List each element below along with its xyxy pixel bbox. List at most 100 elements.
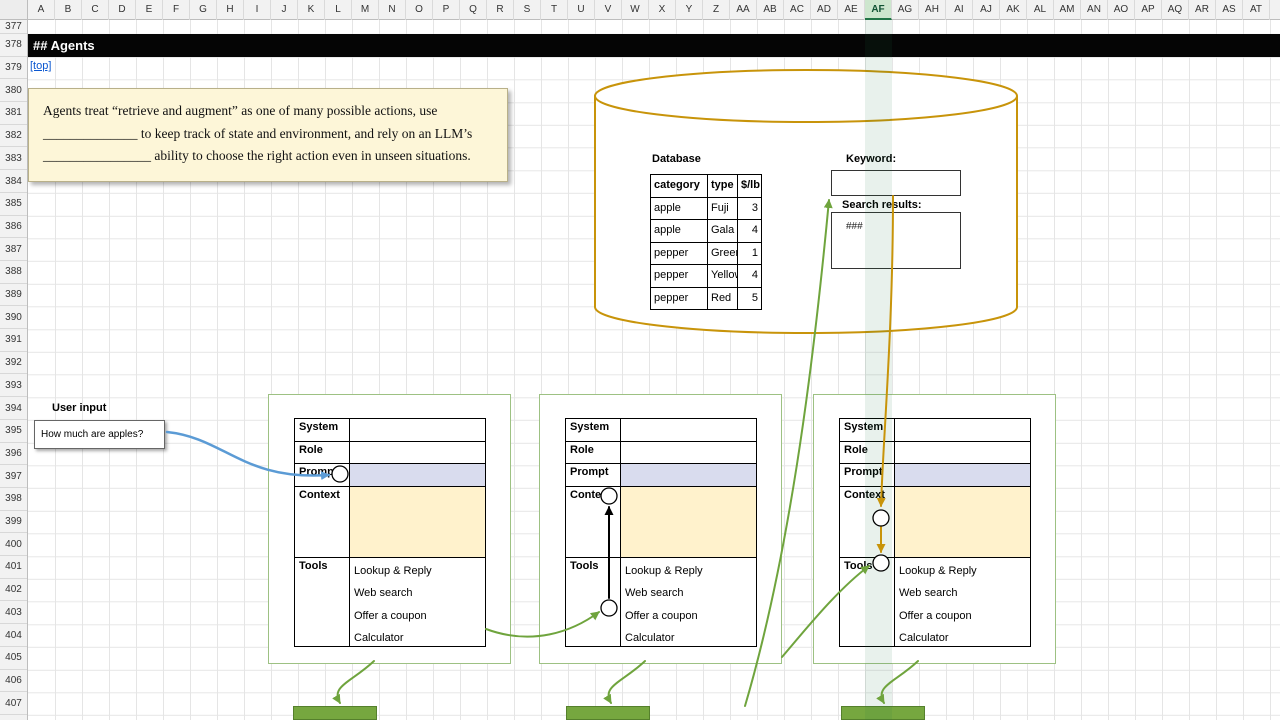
- column-header-Y[interactable]: Y: [676, 0, 703, 20]
- tool-item[interactable]: Web search: [354, 587, 413, 600]
- column-header-AE[interactable]: AE: [838, 0, 865, 20]
- row-header-400[interactable]: 400: [0, 533, 27, 557]
- row-header-402[interactable]: 402: [0, 579, 27, 602]
- column-header-AB[interactable]: AB: [757, 0, 784, 20]
- row-header-389[interactable]: 389: [0, 284, 27, 307]
- db-header-cell[interactable]: type: [708, 175, 738, 198]
- row-header-403[interactable]: 403: [0, 602, 27, 625]
- row-header-406[interactable]: 406: [0, 670, 27, 693]
- column-header-O[interactable]: O: [406, 0, 433, 20]
- row-header-405[interactable]: 405: [0, 647, 27, 670]
- db-cell[interactable]: pepper: [651, 265, 708, 288]
- row-header-382[interactable]: 382: [0, 125, 27, 148]
- row-header-394[interactable]: 394: [0, 397, 27, 420]
- panel-field-value-role[interactable]: [621, 442, 757, 464]
- search-results-box[interactable]: ###: [831, 212, 961, 269]
- tool-item[interactable]: Calculator: [899, 632, 949, 645]
- row-header-396[interactable]: 396: [0, 443, 27, 466]
- column-header-AK[interactable]: AK: [1000, 0, 1027, 20]
- row-header-391[interactable]: 391: [0, 329, 27, 352]
- db-cell[interactable]: Red: [708, 287, 738, 310]
- column-header-AT[interactable]: AT: [1243, 0, 1270, 20]
- column-header-C[interactable]: C: [82, 0, 109, 20]
- row-header-384[interactable]: 384: [0, 170, 27, 193]
- column-header-H[interactable]: H: [217, 0, 244, 20]
- row-header-390[interactable]: 390: [0, 306, 27, 330]
- db-cell[interactable]: pepper: [651, 242, 708, 265]
- column-header-D[interactable]: D: [109, 0, 136, 20]
- row-header-392[interactable]: 392: [0, 352, 27, 375]
- db-cell[interactable]: 5: [738, 287, 762, 310]
- panel-field-value-context[interactable]: [621, 487, 757, 558]
- row-header-381[interactable]: 381: [0, 102, 27, 125]
- column-header-AQ[interactable]: AQ: [1162, 0, 1189, 20]
- row-header-377[interactable]: 377: [0, 20, 27, 34]
- column-header-U[interactable]: U: [568, 0, 595, 20]
- column-header-AF[interactable]: AF: [865, 0, 892, 20]
- column-header-F[interactable]: F: [163, 0, 190, 20]
- panel-field-value-context[interactable]: [895, 487, 1031, 558]
- db-cell[interactable]: pepper: [651, 287, 708, 310]
- column-header-P[interactable]: P: [433, 0, 460, 20]
- column-header-AS[interactable]: AS: [1216, 0, 1243, 20]
- column-header-M[interactable]: M: [352, 0, 379, 20]
- column-header-G[interactable]: G: [190, 0, 217, 20]
- panel-field-value-prompt[interactable]: [621, 464, 757, 487]
- column-header-Q[interactable]: Q: [460, 0, 487, 20]
- row-header-386[interactable]: 386: [0, 216, 27, 239]
- db-cell[interactable]: Gala: [708, 220, 738, 243]
- row-header-388[interactable]: 388: [0, 261, 27, 284]
- db-cell[interactable]: apple: [651, 220, 708, 243]
- column-header-N[interactable]: N: [379, 0, 406, 20]
- column-header-AM[interactable]: AM: [1054, 0, 1081, 20]
- panel-field-value-role[interactable]: [350, 442, 486, 464]
- column-header-I[interactable]: I: [244, 0, 271, 20]
- column-header-T[interactable]: T: [541, 0, 568, 20]
- column-header-A[interactable]: A: [28, 0, 55, 20]
- column-header-Z[interactable]: Z: [703, 0, 730, 20]
- row-header-397[interactable]: 397: [0, 465, 27, 488]
- row-header-380[interactable]: 380: [0, 79, 27, 103]
- db-header-cell[interactable]: category: [651, 175, 708, 198]
- panel-field-value-system[interactable]: [621, 419, 757, 442]
- db-cell[interactable]: 4: [738, 220, 762, 243]
- tool-item[interactable]: Lookup & Reply: [625, 565, 703, 577]
- db-cell[interactable]: 3: [738, 197, 762, 220]
- column-header-AH[interactable]: AH: [919, 0, 946, 20]
- row-header-393[interactable]: 393: [0, 375, 27, 398]
- db-cell[interactable]: Yellow: [708, 265, 738, 288]
- column-header-AO[interactable]: AO: [1108, 0, 1135, 20]
- db-cell[interactable]: Fuji: [708, 197, 738, 220]
- tool-item[interactable]: Calculator: [354, 632, 404, 645]
- action-box-1[interactable]: [293, 706, 377, 720]
- panel-field-value-system[interactable]: [895, 419, 1031, 442]
- tool-item[interactable]: Web search: [625, 587, 684, 600]
- row-header-398[interactable]: 398: [0, 488, 27, 511]
- column-header-AG[interactable]: AG: [892, 0, 919, 20]
- column-header-AI[interactable]: AI: [946, 0, 973, 20]
- column-header-L[interactable]: L: [325, 0, 352, 20]
- column-header-AJ[interactable]: AJ: [973, 0, 1000, 20]
- row-header-399[interactable]: 399: [0, 511, 27, 534]
- db-cell[interactable]: 4: [738, 265, 762, 288]
- action-box-2[interactable]: [566, 706, 650, 720]
- panel-field-value-system[interactable]: [350, 419, 486, 442]
- db-cell[interactable]: 1: [738, 242, 762, 265]
- column-header-AP[interactable]: AP: [1135, 0, 1162, 20]
- row-header-401[interactable]: 401: [0, 556, 27, 579]
- column-header-W[interactable]: W: [622, 0, 649, 20]
- tool-item[interactable]: Lookup & Reply: [354, 565, 432, 577]
- select-all-corner[interactable]: [0, 0, 28, 20]
- column-header-AA[interactable]: AA: [730, 0, 757, 20]
- tool-item[interactable]: Offer a coupon: [899, 609, 972, 622]
- column-header-X[interactable]: X: [649, 0, 676, 20]
- row-header-383[interactable]: 383: [0, 148, 27, 171]
- row-header-407[interactable]: 407: [0, 692, 27, 715]
- column-header-AL[interactable]: AL: [1027, 0, 1054, 20]
- db-cell[interactable]: Green: [708, 242, 738, 265]
- row-header-385[interactable]: 385: [0, 193, 27, 216]
- row-header-379[interactable]: 379: [0, 57, 27, 80]
- panel-field-value-prompt[interactable]: [895, 464, 1031, 487]
- tool-item[interactable]: Web search: [899, 587, 958, 600]
- row-header-395[interactable]: 395: [0, 420, 27, 443]
